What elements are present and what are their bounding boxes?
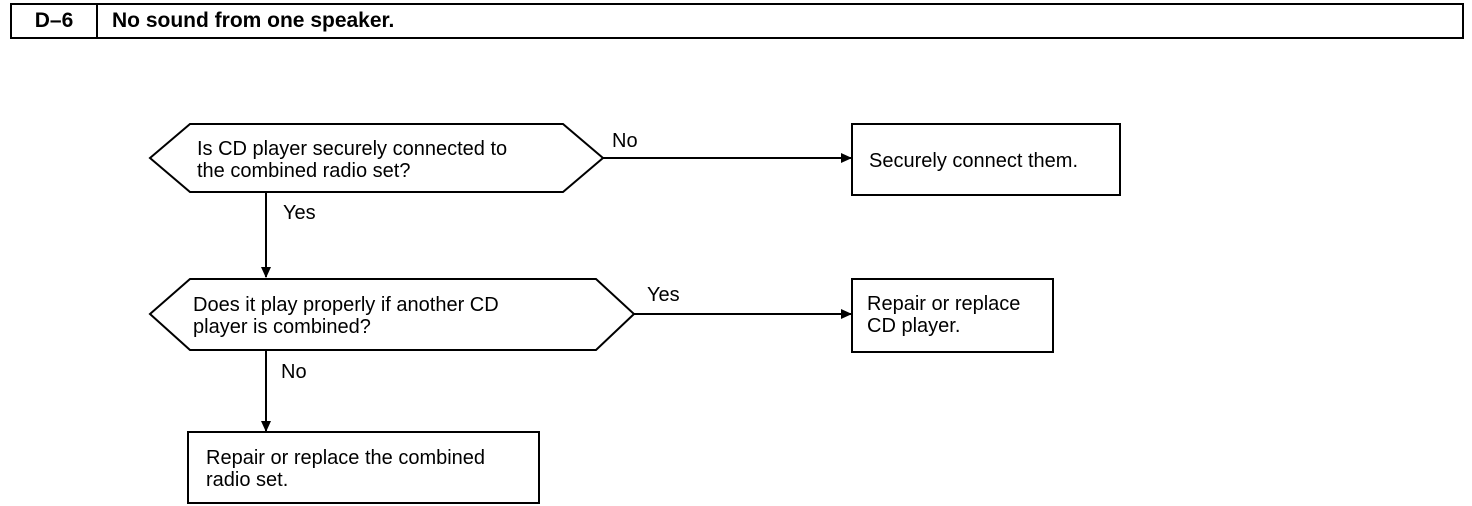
section-header: D–6 No sound from one speaker.: [10, 3, 1464, 39]
action-2-line-2: CD player.: [867, 315, 961, 337]
section-title: No sound from one speaker.: [112, 9, 395, 32]
decision-2-line-1: Does it play properly if another CD: [193, 294, 499, 316]
action-2-text: Repair or replace CD player.: [867, 293, 1020, 337]
action-box-2: [851, 278, 1054, 353]
section-code: D–6: [12, 5, 98, 37]
action-3-line-1: Repair or replace the combined: [206, 447, 486, 469]
action-2-line-1: Repair or replace: [867, 293, 1021, 315]
edge-label-d2-no: No: [281, 361, 307, 383]
decision-1-text: Is CD player securely connected to the c…: [197, 138, 507, 182]
decision-2-line-2: player is combined?: [193, 316, 371, 338]
edge-label-d2-yes: Yes: [647, 284, 680, 306]
edge-label-d1-no: No: [612, 130, 638, 152]
decision-1-line-1: Is CD player securely connected to: [197, 138, 508, 160]
action-box-3: [187, 431, 540, 504]
action-box-1: [851, 123, 1121, 196]
decision-2-text: Does it play properly if another CD play…: [193, 294, 499, 338]
action-3-line-2: radio set.: [206, 469, 289, 491]
action-3-text: Repair or replace the combined radio set…: [206, 447, 485, 491]
decision-1-line-2: the combined radio set?: [197, 160, 411, 182]
action-1-text: Securely connect them.: [869, 150, 1078, 172]
edge-label-d1-yes: Yes: [283, 202, 316, 224]
action-1-line-1: Securely connect them.: [869, 150, 1078, 172]
